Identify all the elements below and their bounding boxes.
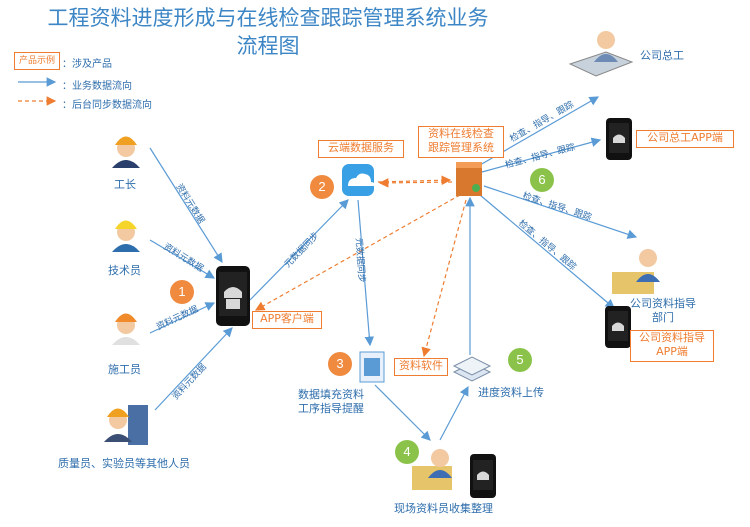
edge-system-chief-app bbox=[481, 137, 602, 173]
edge-collector-upload bbox=[439, 385, 469, 441]
edge-system-guidance bbox=[483, 185, 638, 239]
site-collector-icon bbox=[412, 449, 452, 490]
product-app-client: APP客户端 bbox=[252, 311, 322, 329]
step-4-badge: 4 bbox=[395, 440, 419, 464]
step-1-badge: 1 bbox=[170, 280, 194, 304]
label-foreman: 工长 bbox=[114, 178, 136, 191]
guidance-phone-icon bbox=[605, 306, 631, 348]
inspectors-icon bbox=[104, 405, 148, 445]
edge-cloud-system-sync bbox=[377, 175, 452, 186]
edge-cloud-fill bbox=[357, 199, 375, 347]
software-stack-icon bbox=[452, 356, 492, 382]
edge-technician-app bbox=[149, 239, 216, 279]
step-6-badge: 6 bbox=[530, 168, 554, 192]
product-guidance-app-line1: 公司资料指导 bbox=[639, 331, 705, 344]
product-tracking-system: 资料在线检查 跟踪管理系统 bbox=[418, 126, 504, 158]
label-fill-data-line2: 工序指导提醒 bbox=[298, 402, 364, 415]
product-tracking-system-line1: 资料在线检查 bbox=[428, 127, 494, 140]
step-5-badge: 5 bbox=[508, 348, 532, 372]
legend-product-text: ：涉及产品 bbox=[62, 59, 112, 70]
product-guidance-app: 公司资料指导 APP端 bbox=[630, 330, 714, 362]
cloud-service-icon bbox=[342, 164, 375, 196]
edge-label-guidance: 检查、指导、跟踪 bbox=[521, 189, 593, 223]
product-chief-app: 公司总工APP端 bbox=[636, 130, 734, 148]
title-line2: 流程图 bbox=[236, 34, 300, 58]
edge-label-app-cloud: 元数据同步 bbox=[282, 229, 322, 270]
step-3-badge: 3 bbox=[328, 352, 352, 376]
collector-phone-icon bbox=[470, 454, 496, 498]
edge-label-chief: 检查、指导、跟踪 bbox=[508, 98, 576, 144]
foreman-icon bbox=[112, 136, 140, 168]
edge-app-cloud bbox=[249, 199, 349, 301]
label-fill-data-line1: 数据填充资料 bbox=[298, 388, 364, 401]
edge-system-guidance-app bbox=[479, 194, 615, 309]
edge-fill-collector bbox=[374, 384, 431, 441]
diagram-title: 工程资料进度形成与在线检查跟踪管理系统业务 流程图 bbox=[8, 4, 528, 60]
label-upload: 进度资料上传 bbox=[478, 386, 544, 399]
edge-label-guidance-app: 检查、指导、跟踪 bbox=[516, 217, 579, 272]
label-constructor: 施工员 bbox=[108, 363, 141, 376]
title-line1: 工程资料进度形成与在线检查跟踪管理系统业务 bbox=[47, 6, 489, 30]
edge-label-constructor: 资料元数据 bbox=[154, 303, 200, 333]
edge-inspectors-app bbox=[154, 327, 233, 411]
label-chief: 公司总工 bbox=[640, 49, 684, 62]
label-inspectors: 质量员、实验员等其他人员 bbox=[58, 457, 190, 470]
product-cloud-service: 云端数据服务 bbox=[318, 140, 404, 158]
product-tracking-system-line2: 跟踪管理系统 bbox=[428, 141, 494, 154]
edge-label-technician: 资料元数据 bbox=[161, 240, 206, 274]
edge-system-software-sync bbox=[421, 199, 467, 358]
technician-icon bbox=[112, 220, 140, 252]
step-2-badge: 2 bbox=[310, 175, 334, 199]
chief-phone-icon bbox=[606, 118, 632, 160]
app-phone-icon bbox=[216, 266, 250, 326]
product-guidance-app-line2: APP端 bbox=[656, 345, 688, 358]
edge-label-foreman: 资料元数据 bbox=[173, 181, 207, 226]
constructor-icon bbox=[112, 313, 140, 345]
label-guidance-dept: 公司资料指导 部门 bbox=[630, 297, 696, 324]
product-software: 资料软件 bbox=[394, 358, 448, 376]
edge-foreman-app bbox=[149, 147, 223, 264]
edge-label-inspectors: 资料元数据 bbox=[169, 361, 208, 402]
label-fill-data: 数据填充资料 工序指导提醒 bbox=[298, 388, 364, 416]
edge-system-cloud-sync bbox=[378, 178, 453, 188]
guidance-dept-icon bbox=[612, 249, 660, 294]
label-technician: 技术员 bbox=[108, 264, 141, 277]
edge-label-cloud-fill: 元数据同步 bbox=[353, 237, 368, 283]
legend-flow-text: ：业务数据流向 bbox=[62, 81, 132, 92]
label-site-collector: 现场资料员收集整理 bbox=[394, 502, 493, 515]
edge-constructor-app bbox=[149, 302, 216, 334]
legend-product-sample: 产品示例 bbox=[14, 52, 60, 70]
tracking-system-icon bbox=[456, 162, 482, 196]
chief-workstation-icon bbox=[568, 31, 634, 77]
legend-sync-text: ：后台同步数据流向 bbox=[62, 100, 152, 111]
fill-data-doc-icon bbox=[359, 351, 385, 383]
